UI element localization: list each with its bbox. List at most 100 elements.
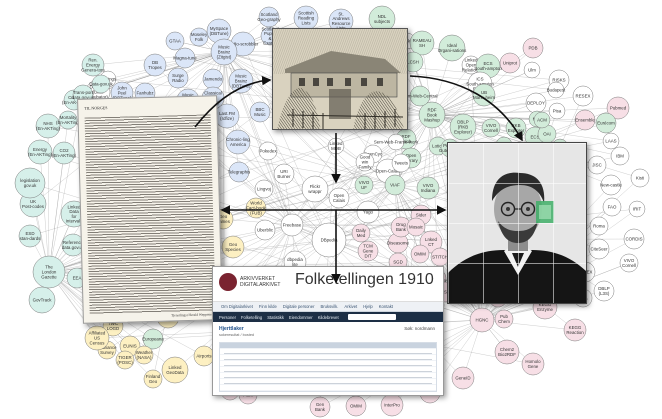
dataset-node: Weather(NASA)	[134, 345, 154, 365]
dataset-node-label: Audio-scrobbler	[228, 42, 259, 47]
dataset-node-label: Pubmed	[610, 106, 627, 111]
dataset-node-circle	[27, 139, 53, 165]
dataset-node-label: Jamendo	[204, 77, 223, 82]
dataset-node: ACM	[533, 111, 551, 129]
site-nav-link[interactable]: Om Digitalarkivet	[221, 304, 253, 309]
dataset-node-circle	[32, 255, 66, 289]
dataset-node-label: DBLP(L3S)	[598, 286, 610, 296]
site-section-title: Hjerttlaker	[219, 326, 244, 332]
dataset-node: JISC	[587, 155, 607, 175]
engraving-illustration	[273, 29, 407, 129]
dataset-node: DBLP(L3S)	[593, 280, 615, 302]
site-logo-text: ARKIVVERKET DIGITALARKIVET	[240, 276, 281, 288]
dataset-node-label: Uberblic	[257, 228, 274, 233]
site-nav-link[interactable]: Bruksvilk.	[320, 304, 339, 309]
dataset-node: GeneID	[451, 366, 475, 390]
dataset-node-label: Freebase	[283, 223, 302, 228]
dataset-node-circle	[619, 253, 639, 273]
dataset-node-label: EUNIS	[123, 344, 136, 349]
dataset-node-label: Ensemble	[575, 118, 595, 123]
dataset-node-label: Data-gov.uk	[89, 82, 113, 87]
dataset-node-label: Energy(En-AKTing)	[28, 147, 53, 157]
dataset-node: Pubmed	[606, 96, 630, 120]
site-nav-link[interactable]: Hjelp	[363, 304, 373, 309]
dataset-node-circle	[391, 153, 411, 173]
dataset-node: Pokedex	[258, 141, 277, 161]
site-section-subtitle: sokeresultat / bosted	[219, 333, 255, 337]
site-nav-link[interactable]: Arkivet	[344, 304, 358, 309]
dataset-node-circle	[602, 132, 620, 150]
site-results-label: Søk: nordmann	[404, 326, 435, 331]
dataset-node: Airports	[193, 345, 215, 367]
dataset-node-circle	[451, 366, 475, 390]
engraving-panel	[272, 28, 408, 130]
dataset-node-label: Mosaic	[409, 225, 424, 230]
newspaper-headline: TIL NORGES	[84, 105, 108, 111]
dataset-node-label: OAI	[543, 132, 551, 137]
dataset-node-label: Fanhubz	[136, 91, 153, 96]
dataset-node-circle	[84, 325, 110, 351]
dataset-node-label: TIGER(POSC)	[117, 355, 133, 365]
dataset-node-label: OMIM	[350, 404, 362, 409]
dataset-node: New-castle	[600, 174, 622, 196]
dataset-node-circle	[228, 161, 250, 183]
cloud-link	[48, 271, 154, 380]
site-logo-icon	[219, 273, 237, 291]
dataset-node-circle	[606, 96, 630, 120]
results-table	[219, 342, 437, 392]
dataset-node-label: Budapest	[547, 88, 566, 93]
site-header: ARKIVVERKET DIGITALARKIVET Folketellinge…	[213, 267, 443, 302]
newspaper-body-text	[84, 114, 216, 315]
site-nav-link[interactable]: Digitale personer	[282, 304, 315, 309]
dataset-node-label: DBpedia	[321, 238, 338, 243]
dataset-node-label: Lotico	[432, 144, 444, 149]
dataset-node: CO2(En-AKTing)	[52, 141, 77, 165]
dataset-node-circle	[189, 27, 209, 47]
dataset-node-label: PDB	[528, 46, 537, 51]
site-tab[interactable]: Statistikk	[267, 314, 284, 320]
dataset-node: Europeana	[142, 328, 164, 350]
site-tab[interactable]: Folketelling	[241, 314, 263, 320]
site-main: Hjerttlaker sokeresultat / bosted Søk: n…	[213, 322, 443, 395]
portrait-photo	[448, 143, 586, 303]
dataset-node-circle	[416, 176, 440, 200]
site-nav-link[interactable]: Finn kilde	[258, 304, 277, 309]
site-search-input[interactable]	[347, 314, 396, 320]
site-nav-link[interactable]: Kontakt	[378, 304, 393, 309]
site-tab[interactable]: Eiendommer	[288, 314, 313, 320]
dataset-node-label: Airports	[196, 354, 212, 359]
dataset-node-label: GTAA	[169, 39, 181, 44]
dataset-node-label: RESEX	[576, 94, 591, 99]
dataset-node-circle	[328, 187, 350, 209]
dataset-node-label: SGD	[393, 260, 403, 265]
site-tab[interactable]: Personer	[219, 314, 236, 320]
site-tab[interactable]: Kildebrevet	[317, 314, 339, 320]
dataset-node: Budapest	[547, 81, 566, 99]
dataset-node-circle	[357, 240, 379, 262]
dataset-node: Data-gov.uk	[89, 74, 113, 94]
dataset-node-circle	[623, 228, 645, 250]
